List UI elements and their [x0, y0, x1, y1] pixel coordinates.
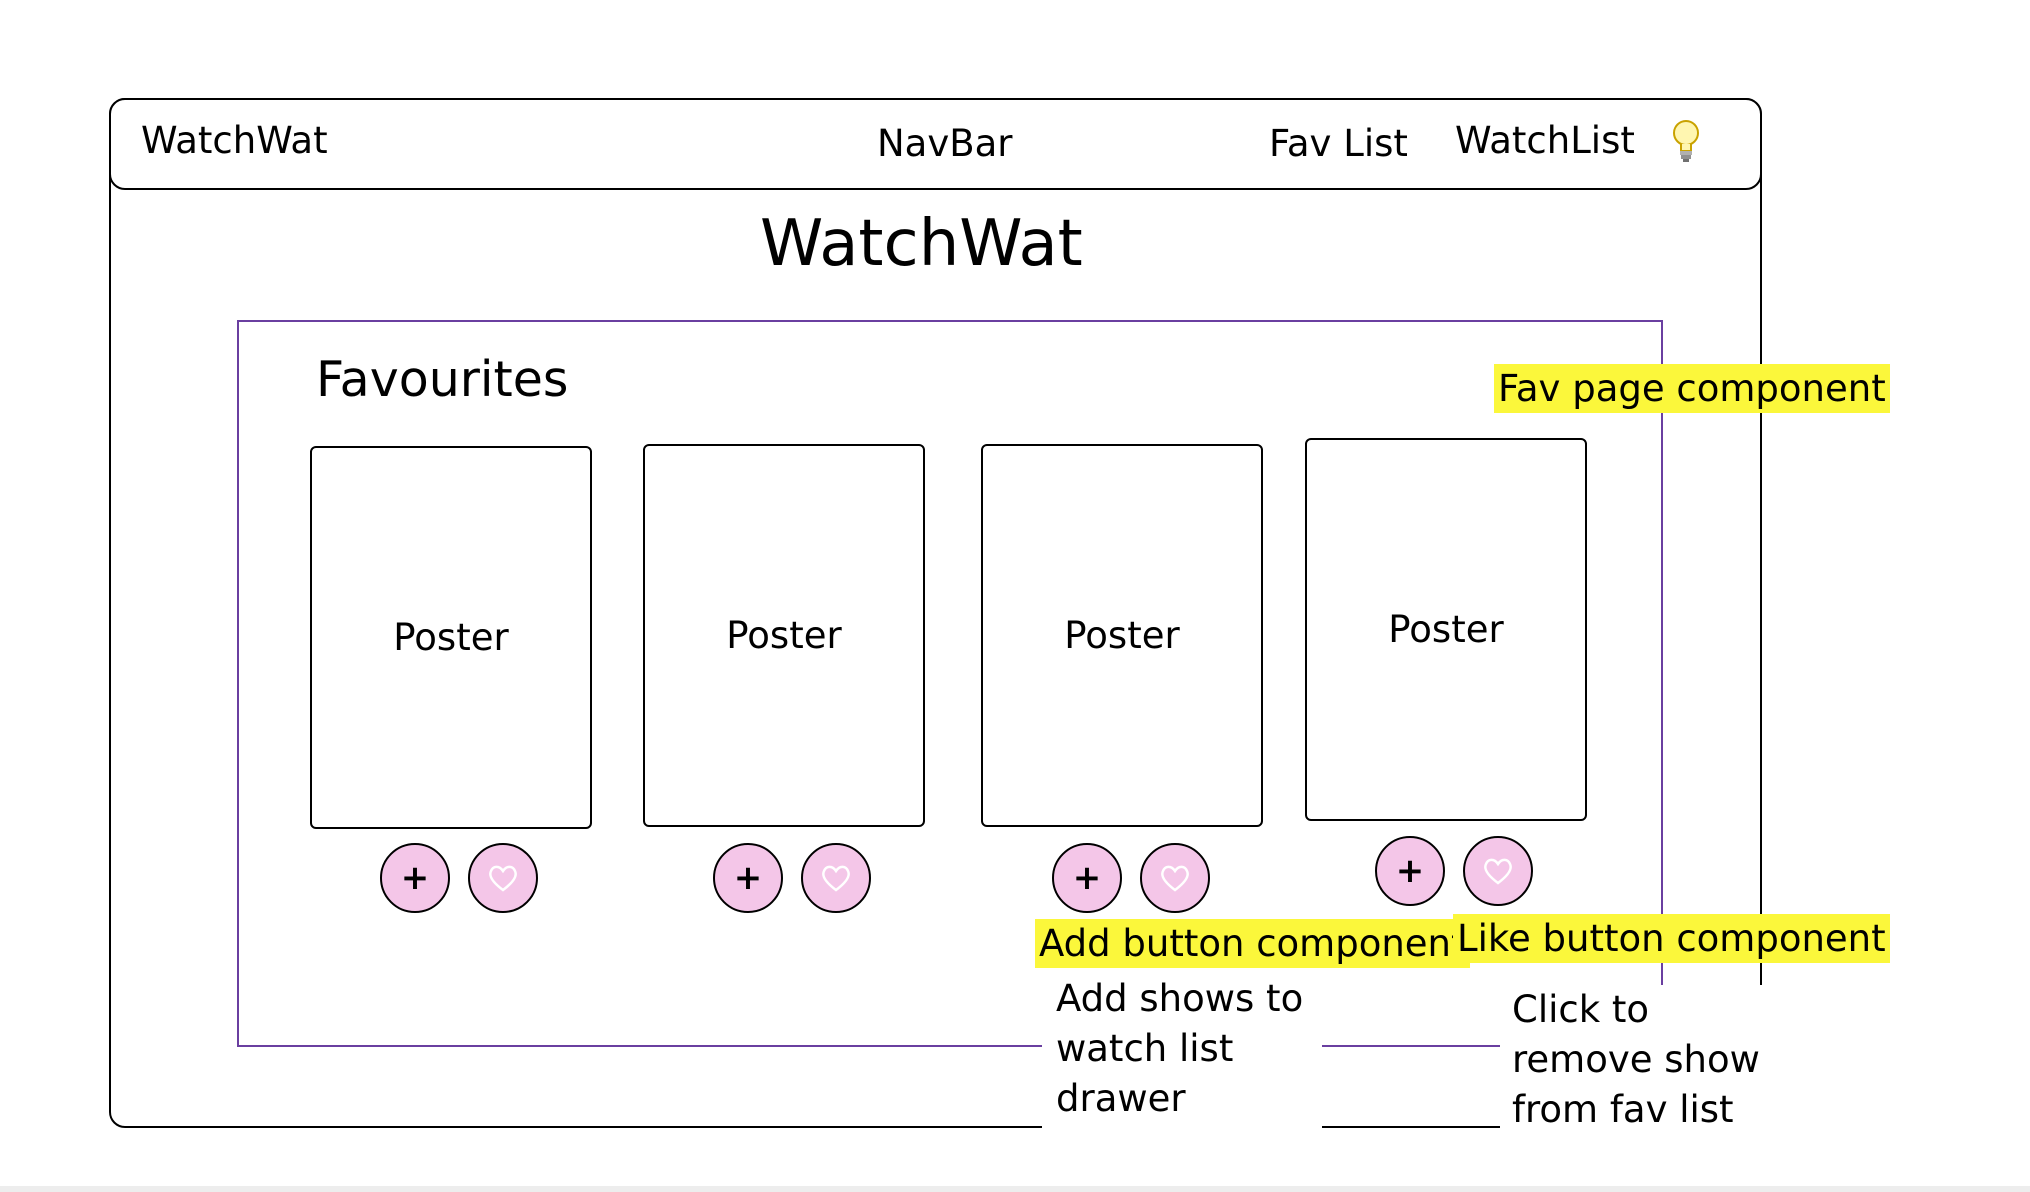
plus-icon: +: [1072, 858, 1102, 898]
poster-card[interactable]: Poster: [981, 444, 1263, 827]
like-button[interactable]: [801, 843, 871, 913]
fav-page-component-label: Fav page component: [1494, 364, 1890, 413]
plus-icon: +: [733, 858, 763, 898]
add-button-component-label: Add button component: [1035, 919, 1470, 968]
heart-icon: [822, 865, 850, 892]
nav-link-watchlist[interactable]: WatchList: [1455, 119, 1635, 162]
nav-link-fav-list[interactable]: Fav List: [1269, 122, 1408, 165]
like-note-line: Click to: [1512, 988, 1650, 1031]
add-note-line: Add shows to: [1056, 977, 1304, 1020]
heart-icon: [1161, 865, 1189, 892]
poster-label: Poster: [393, 616, 509, 659]
poster-card[interactable]: Poster: [310, 446, 592, 829]
poster-label: Poster: [726, 614, 842, 657]
bottom-strip: [0, 1186, 2030, 1192]
plus-icon: +: [1395, 851, 1425, 891]
add-button[interactable]: +: [1375, 836, 1445, 906]
like-note-line: remove show: [1512, 1038, 1760, 1081]
add-note-line: watch list: [1056, 1027, 1234, 1070]
navbar: [109, 98, 1762, 190]
brand-link[interactable]: WatchWat: [141, 119, 328, 162]
heart-icon: [489, 865, 517, 892]
like-note-line: from fav list: [1512, 1088, 1734, 1131]
add-button[interactable]: +: [1052, 843, 1122, 913]
favourites-heading: Favourites: [316, 351, 569, 408]
like-button[interactable]: [1140, 843, 1210, 913]
poster-label: Poster: [1064, 614, 1180, 657]
add-button-note: Add shows to watch list drawer: [1042, 974, 1322, 1134]
lightbulb-icon[interactable]: [1670, 118, 1702, 164]
add-button[interactable]: +: [713, 843, 783, 913]
like-button-note: Click to remove show from fav list: [1500, 985, 1788, 1145]
add-note-line: drawer: [1056, 1077, 1186, 1120]
poster-card[interactable]: Poster: [643, 444, 925, 827]
add-button[interactable]: +: [380, 843, 450, 913]
like-button[interactable]: [468, 843, 538, 913]
poster-card[interactable]: Poster: [1305, 438, 1587, 821]
like-button[interactable]: [1463, 836, 1533, 906]
plus-icon: +: [400, 858, 430, 898]
navbar-label: NavBar: [877, 122, 1013, 165]
poster-label: Poster: [1388, 608, 1504, 651]
heart-icon: [1484, 858, 1512, 885]
fav-page-component: [237, 320, 1663, 1047]
like-button-component-label: Like button component: [1453, 914, 1890, 963]
page-title: WatchWat: [760, 207, 1083, 281]
